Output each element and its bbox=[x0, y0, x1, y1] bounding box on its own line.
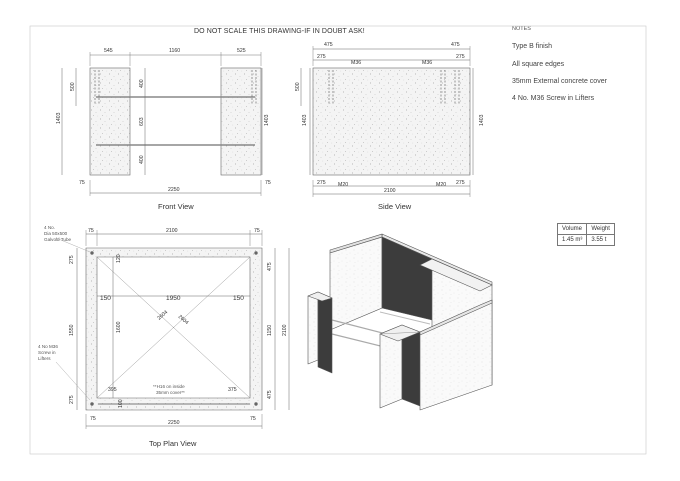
plan-dim-375: 375 bbox=[228, 387, 237, 393]
note-2: All square edges bbox=[512, 61, 565, 68]
side-dim-275-bot-left: 275 bbox=[317, 180, 326, 186]
side-dim-275-right: 275 bbox=[456, 54, 465, 60]
front-right-wall bbox=[220, 67, 262, 176]
side-m20-left: M20 bbox=[338, 182, 348, 188]
note-3: 35mm External concrete cover bbox=[512, 78, 607, 85]
plan-view-title: Top Plan View bbox=[149, 439, 197, 448]
plan-dim-2604-b: 2604 bbox=[177, 314, 190, 326]
side-m20-right: M20 bbox=[436, 182, 446, 188]
plan-dim-1150: 1150 bbox=[267, 325, 273, 336]
note-1: Type B finish bbox=[512, 43, 553, 50]
plan-dim-75-bot-a: 75 bbox=[90, 416, 96, 422]
front-view bbox=[61, 52, 263, 196]
front-dim-2250: 2250 bbox=[168, 187, 180, 193]
plan-dim-275-bot: 275 bbox=[69, 395, 75, 404]
notes-title: NOTES bbox=[512, 26, 531, 32]
front-dim-75-left: 75 bbox=[79, 180, 85, 186]
plan-dim-2100-h: 2100 bbox=[282, 324, 288, 336]
weight-value: 3.55 t bbox=[586, 234, 615, 246]
side-dim-2100: 2100 bbox=[384, 188, 396, 194]
plan-view bbox=[55, 230, 290, 429]
note-4: 4 No. M36 Screw in Lifters bbox=[512, 95, 595, 102]
plan-dims: 75 2100 75 275 1550 275 1950 150 150 160… bbox=[69, 228, 288, 426]
volume-header: Volume bbox=[556, 223, 588, 235]
front-dim-75-right: 75 bbox=[265, 180, 271, 186]
plan-annotations: 4 No. Dia 50x500 Galvold Tube 4 No M36 S… bbox=[38, 225, 185, 395]
plan-dim-275-top: 275 bbox=[69, 255, 75, 264]
side-view bbox=[300, 46, 474, 197]
plan-dim-120: 120 bbox=[116, 254, 122, 263]
plan-dim-2604-a: 2604 bbox=[156, 309, 169, 321]
plan-dim-1550: 1550 bbox=[69, 324, 75, 336]
front-dims: 545 1160 525 1403 500 400 603 400 1403 7… bbox=[56, 48, 271, 193]
front-dim-400-b: 400 bbox=[139, 155, 145, 164]
screw-note-1: 4 No M36 bbox=[38, 344, 58, 349]
side-lifter-m36-left: M36 bbox=[351, 60, 361, 66]
front-dim-1160: 1160 bbox=[169, 48, 180, 54]
tube-note-3: Galvold Tube bbox=[44, 237, 72, 242]
front-dim-545: 545 bbox=[104, 48, 113, 54]
side-dim-475-right: 475 bbox=[451, 42, 460, 48]
volume-weight-table: Volume Weight 1.45 m³ 3.55 t bbox=[556, 223, 615, 246]
tube-note-2: Dia 50x500 bbox=[44, 231, 68, 236]
plan-dim-2100: 2100 bbox=[166, 228, 178, 234]
h16-note-1: **H16 on inside bbox=[153, 384, 185, 389]
plan-dim-150-left: 150 bbox=[100, 295, 111, 302]
side-dim-1403-left: 1403 bbox=[302, 114, 308, 126]
scale-warning: DO NOT SCALE THIS DRAWING-IF IN DOUBT AS… bbox=[194, 28, 365, 35]
h16-note-2: 35mm cover** bbox=[156, 390, 185, 395]
plan-dim-100: 100 bbox=[118, 399, 124, 408]
volume-value: 1.45 m³ bbox=[556, 234, 588, 246]
front-view-title: Front View bbox=[158, 202, 194, 211]
plan-dim-2250: 2250 bbox=[168, 420, 180, 426]
side-dim-500: 500 bbox=[295, 82, 301, 91]
sheet-border bbox=[29, 25, 647, 455]
front-dim-603: 603 bbox=[139, 117, 145, 126]
plan-dim-1950: 1950 bbox=[166, 295, 181, 302]
side-dim-475-left: 475 bbox=[324, 42, 333, 48]
side-lifter-m36-right: M36 bbox=[422, 60, 432, 66]
front-dim-1403-right: 1403 bbox=[264, 114, 270, 126]
side-dim-275-left: 275 bbox=[317, 54, 326, 60]
plan-dim-75-bot-b: 75 bbox=[250, 416, 256, 422]
plan-dim-75-left: 75 bbox=[88, 228, 94, 234]
side-view-title: Side View bbox=[378, 202, 412, 211]
screw-note-3: Lifters bbox=[38, 356, 51, 361]
front-dim-500: 500 bbox=[70, 82, 76, 91]
plan-dim-475-bot: 475 bbox=[267, 390, 273, 399]
screw-note-2: Screw in bbox=[38, 350, 56, 355]
plan-dim-395: 395 bbox=[108, 387, 117, 393]
front-dim-1403-left: 1403 bbox=[56, 112, 62, 124]
tube-note-1: 4 No. bbox=[44, 225, 55, 230]
front-dim-400-a: 400 bbox=[139, 79, 145, 88]
front-dim-525: 525 bbox=[237, 48, 246, 54]
side-dim-1403-right: 1403 bbox=[479, 114, 485, 126]
side-dims: 475 475 275 275 M36 M36 500 1403 1403 27… bbox=[295, 42, 485, 194]
front-left-wall bbox=[89, 67, 131, 176]
side-wall bbox=[312, 67, 471, 176]
plan-dim-150-right: 150 bbox=[233, 295, 244, 302]
isometric-view bbox=[307, 233, 493, 411]
plan-dim-1600: 1600 bbox=[116, 321, 122, 333]
side-dim-275-bot-right: 275 bbox=[456, 180, 465, 186]
plan-dim-475-top: 475 bbox=[267, 262, 273, 271]
plan-dim-75-right: 75 bbox=[254, 228, 260, 234]
